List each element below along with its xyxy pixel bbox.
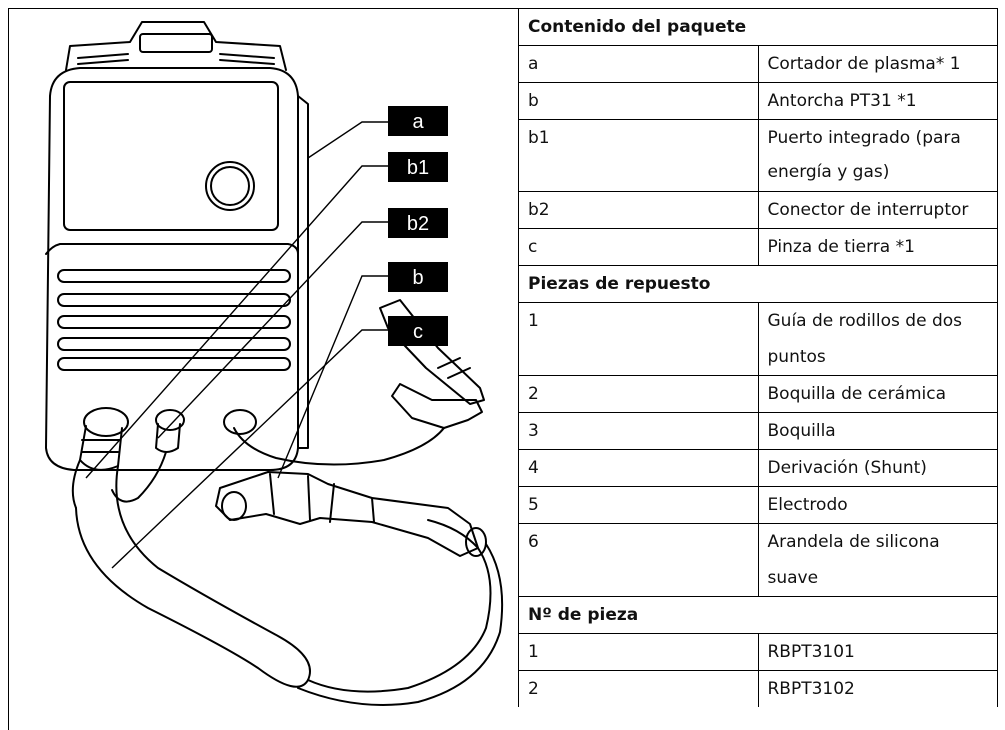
package-contents-header-row: Contenido del paquete [518, 8, 998, 46]
item-code: 1 [518, 633, 759, 671]
item-code: b2 [518, 191, 759, 229]
callout-b1: b1 [388, 152, 448, 182]
handle-outline [65, 21, 287, 71]
item-code: b [518, 82, 759, 120]
callout-a: a [388, 106, 448, 136]
item-code: 5 [518, 486, 759, 524]
item-code: 2 [518, 375, 759, 413]
front-panel [63, 81, 279, 231]
item-code: 3 [518, 412, 759, 450]
control-knob [205, 161, 255, 211]
item-code: b1 [518, 119, 759, 192]
item-description: RBPT3102 [757, 670, 998, 707]
package-contents-header: Contenido del paquete [518, 8, 998, 46]
item-code: 4 [518, 449, 759, 487]
item-description: RBPT3101 [757, 633, 998, 671]
item-description: Boquilla [757, 412, 998, 450]
callout-c: c [388, 316, 448, 346]
torch-cable [75, 465, 504, 706]
item-description: Boquilla de cerámica [757, 375, 998, 413]
item-description: Conector de interruptor [757, 191, 998, 229]
callout-text: b [412, 267, 423, 289]
callout-b2: b2 [388, 208, 448, 238]
spare-parts-header-row: Piezas de repuesto [518, 265, 998, 303]
switch-connector [111, 409, 185, 503]
ground-connector [223, 409, 445, 466]
callout-text: b1 [407, 157, 429, 179]
figure-top-border [8, 8, 518, 9]
item-description: Guía de rodillos de dos puntos [757, 302, 998, 376]
item-description: Arandela de silicona suave [757, 523, 998, 597]
item-description: Derivación (Shunt) [757, 449, 998, 487]
figure-left-border [8, 8, 9, 730]
item-description: Electrodo [757, 486, 998, 524]
item-code: 6 [518, 523, 759, 597]
item-code: 1 [518, 302, 759, 376]
item-description: Cortador de plasma* 1 [757, 45, 998, 83]
item-description: Antorcha PT31 *1 [757, 82, 998, 120]
plasma-torch [215, 471, 487, 557]
callout-text: c [413, 321, 423, 343]
spare-parts-header: Piezas de repuesto [518, 265, 998, 303]
item-code: a [518, 45, 759, 83]
part-number-header-row: Nº de pieza [518, 596, 998, 634]
integrated-port-connector [71, 407, 129, 509]
item-description: Pinza de tierra *1 [757, 228, 998, 266]
callout-text: a [412, 111, 424, 133]
plasma-cutter-illustration: a b1 b2 b c [45, 21, 504, 706]
callout-b: b [388, 262, 448, 292]
part-number-header: Nº de pieza [518, 596, 998, 634]
item-code: 2 [518, 670, 759, 707]
item-description: Puerto integrado (para energía y gas) [757, 119, 998, 192]
callout-text: b2 [407, 213, 429, 235]
item-code: c [518, 228, 759, 266]
